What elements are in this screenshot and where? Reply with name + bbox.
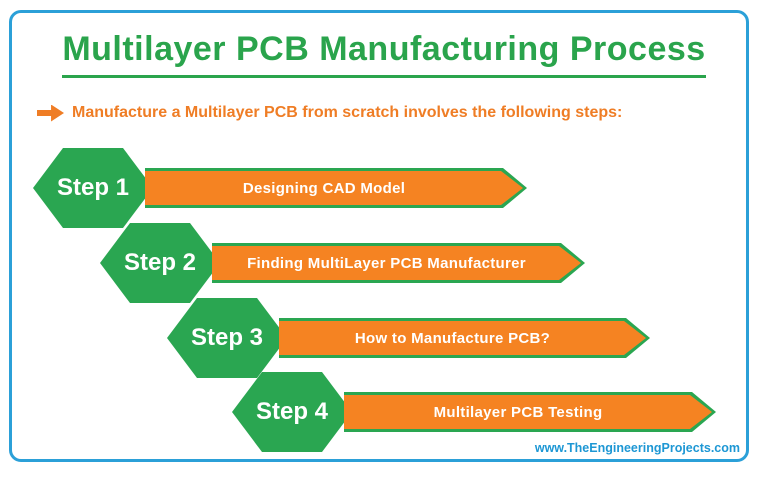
step-1-title: Designing CAD Model [242,179,406,197]
step-1-label: Step 1 [56,174,130,201]
step-1-banner-fill: Designing CAD Model [145,171,523,205]
step-3-label: Step 3 [190,324,264,351]
intro-text: Manufacture a Multilayer PCB from scratc… [72,104,623,121]
step-4-label: Step 4 [255,398,329,425]
step-3-banner: How to Manufacture PCB? [279,318,650,358]
right-arrow-icon [37,104,64,122]
step-2-title: Finding MultiLayer PCB Manufacturer [247,254,526,272]
intro-line: Manufacture a Multilayer PCB from scratc… [37,104,622,122]
step-2-banner-fill: Finding MultiLayer PCB Manufacturer [212,246,581,280]
step-4-banner-fill: Multilayer PCB Testing [344,395,712,429]
step-2-label: Step 2 [123,249,197,276]
step-4-banner: Multilayer PCB Testing [344,392,716,432]
website-link: www.TheEngineeringProjects.com [534,441,740,455]
step-3-hexagon: Step 3 [167,298,287,378]
step-3-banner-fill: How to Manufacture PCB? [279,321,646,355]
step-4-hexagon: Step 4 [232,372,352,452]
header: Multilayer PCB Manufacturing Process [0,30,768,78]
step-2-banner: Finding MultiLayer PCB Manufacturer [212,243,585,283]
step-3-title: How to Manufacture PCB? [354,329,551,347]
step-4-title: Multilayer PCB Testing [433,403,603,421]
step-1-banner: Designing CAD Model [145,168,527,208]
page-title: Multilayer PCB Manufacturing Process [62,30,706,78]
